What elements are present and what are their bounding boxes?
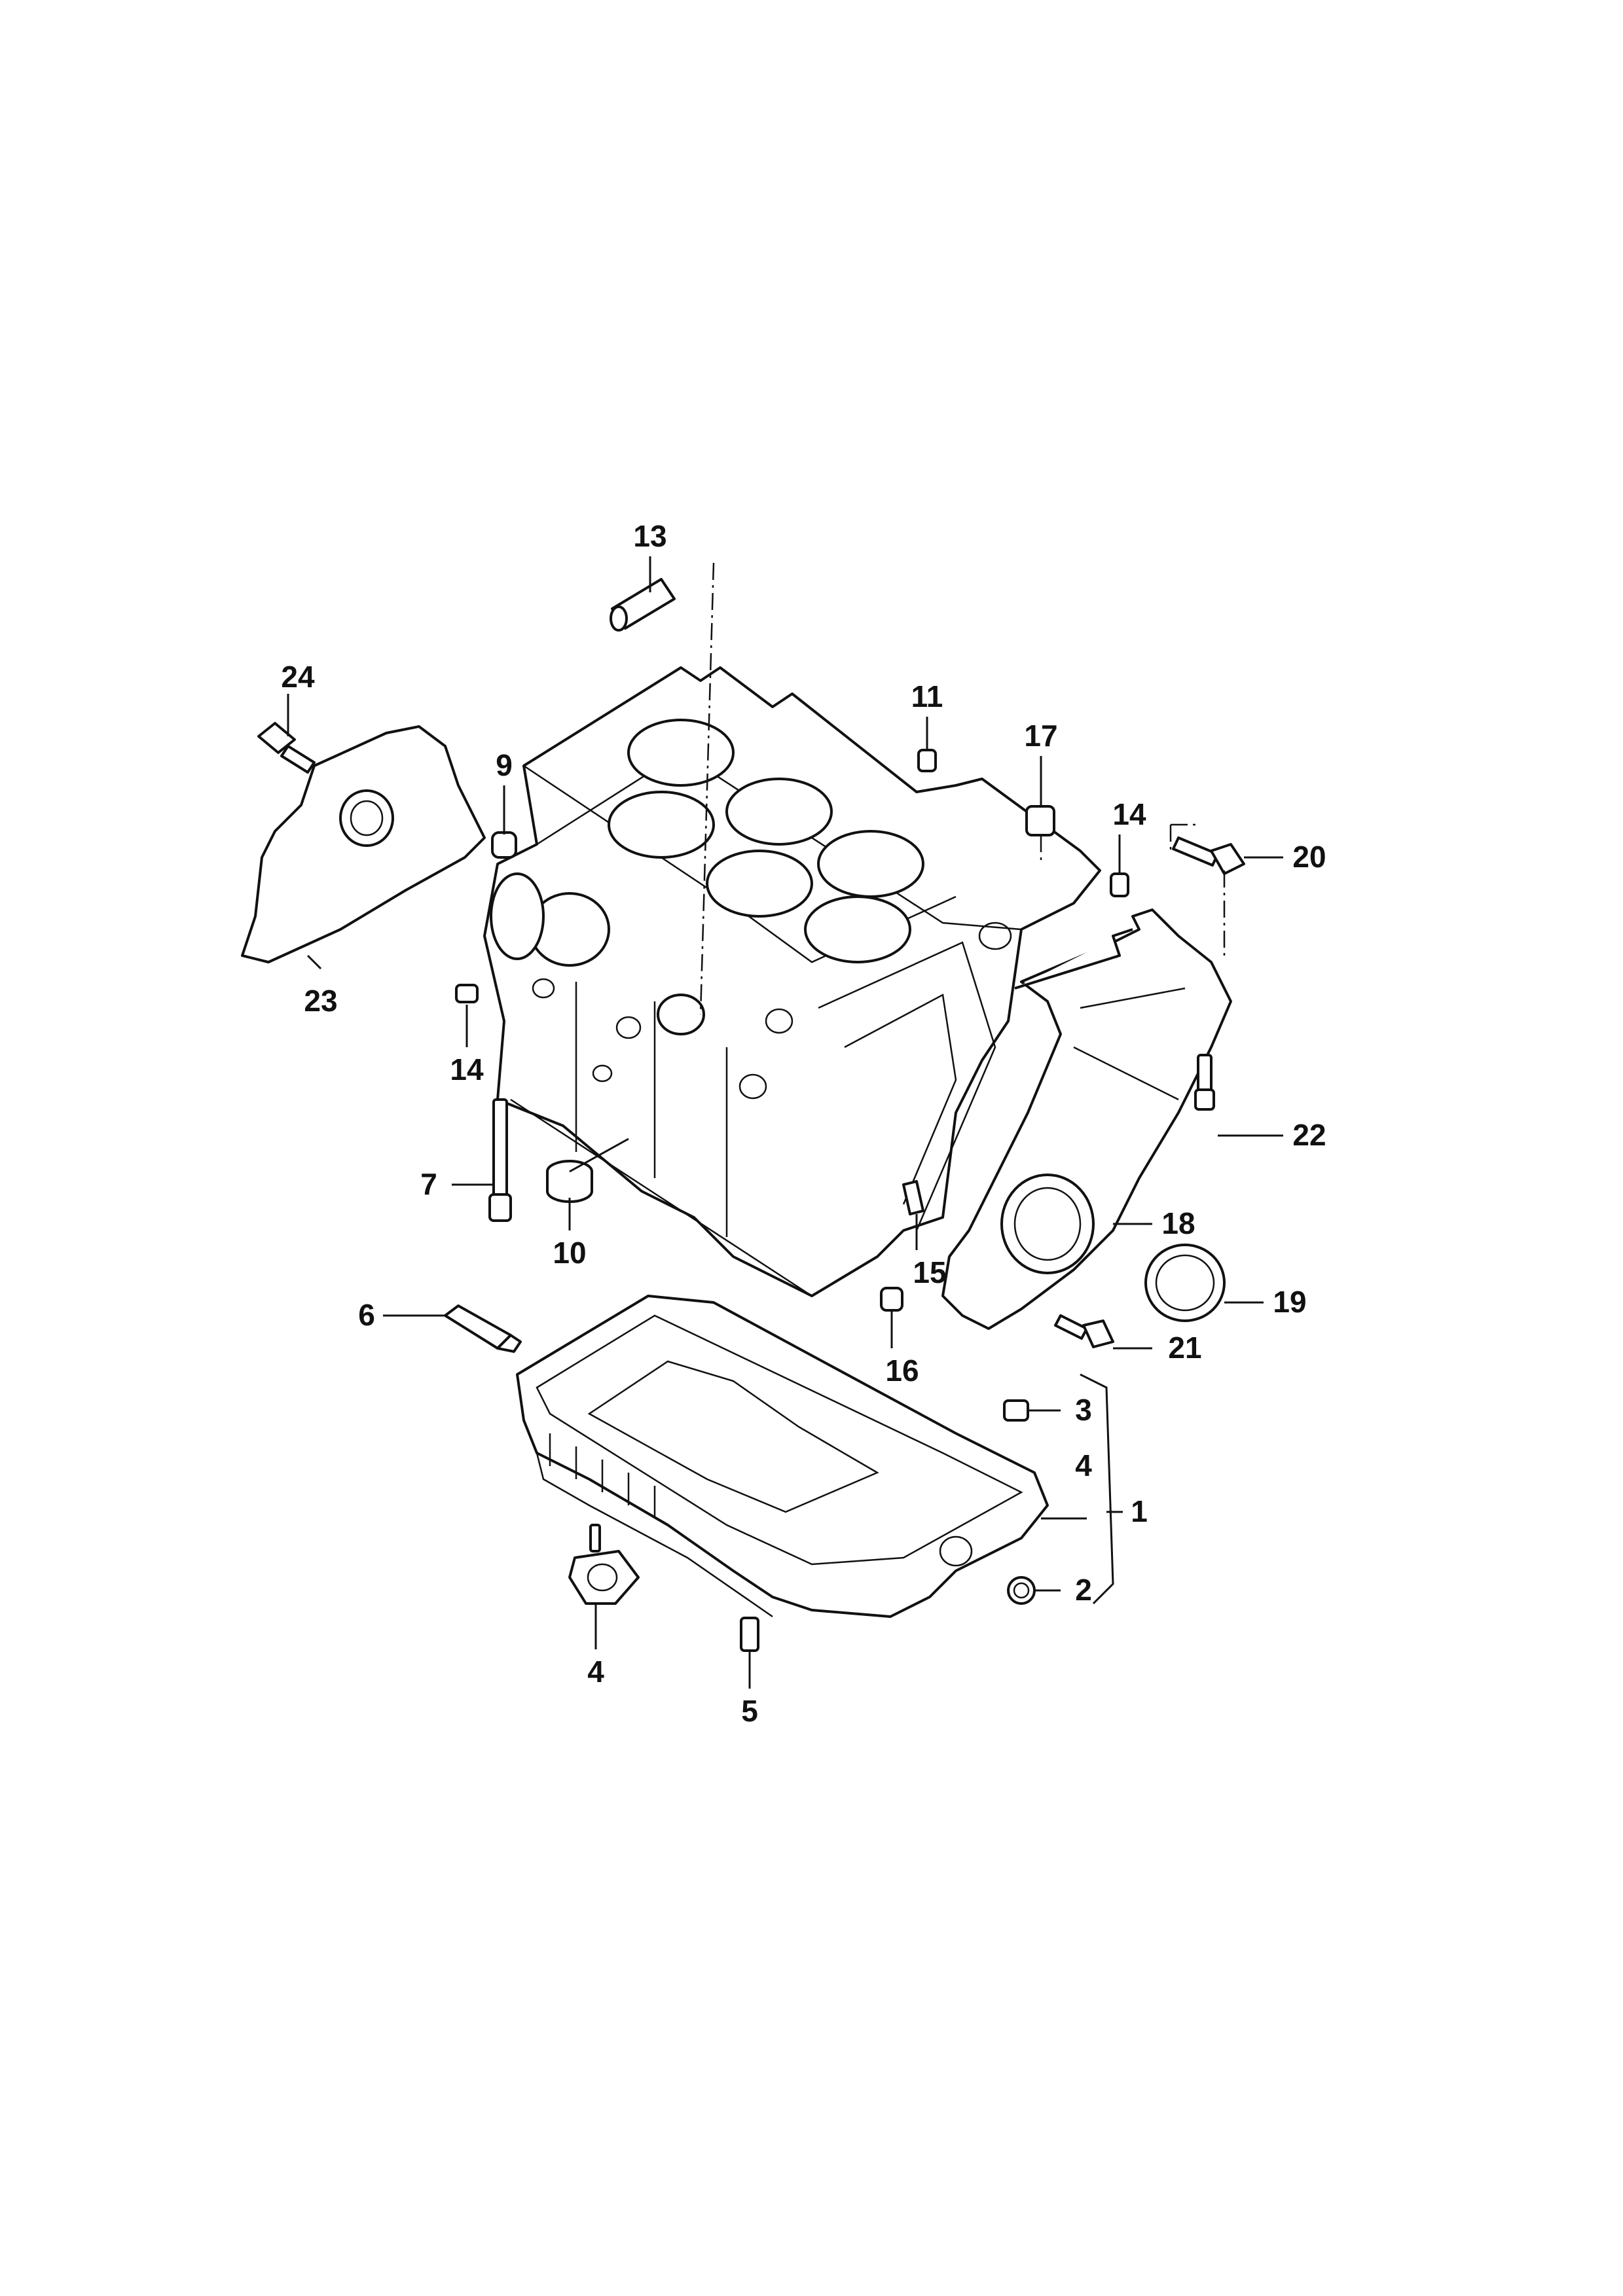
part-3-drain-plug [1003, 1399, 1029, 1422]
label-22: 22 [1292, 1118, 1326, 1152]
label-6: 6 [358, 1298, 375, 1332]
label-13: 13 [633, 519, 666, 553]
label-5: 5 [741, 1694, 758, 1728]
part-14-pin-left [455, 984, 479, 1003]
label-9: 9 [496, 748, 513, 782]
part-7-bolt [488, 1098, 512, 1222]
label-17: 17 [1024, 719, 1057, 753]
part-24-bolt [257, 722, 316, 774]
part-21-bolt [1054, 1314, 1114, 1348]
part-20-bolt [1172, 836, 1245, 875]
part-17-plug [1025, 805, 1055, 836]
label-15: 15 [913, 1255, 946, 1289]
label-18: 18 [1161, 1206, 1195, 1240]
part-22-bolt [1194, 1054, 1215, 1111]
part-10-plug [546, 1160, 593, 1203]
engine-block [483, 666, 1101, 1297]
label-14-right: 14 [1112, 797, 1146, 831]
part-13-dowel-sleeve [610, 578, 676, 632]
label-14-left: 14 [450, 1052, 484, 1086]
label-10: 10 [553, 1236, 586, 1270]
part-2-washer [1007, 1576, 1036, 1605]
part-4-oil-level-sensor [568, 1524, 640, 1605]
label-1: 1 [1131, 1494, 1148, 1528]
label-20: 20 [1292, 840, 1326, 874]
label-4-left: 4 [587, 1655, 604, 1689]
part-14-pin-right [1110, 872, 1129, 897]
label-11: 11 [911, 679, 943, 713]
label-2: 2 [1075, 1573, 1092, 1607]
part-16-sleeve [880, 1287, 903, 1312]
label-3: 3 [1075, 1393, 1092, 1427]
callout-labels: 13 24 9 11 17 14 20 23 14 22 7 18 10 15 … [281, 519, 1326, 1728]
part-6-sealant-tube [444, 1304, 522, 1353]
label-7: 7 [420, 1167, 437, 1201]
oil-pan [516, 1295, 1049, 1618]
part-5-bolt [740, 1617, 759, 1652]
label-23: 23 [304, 984, 337, 1018]
label-4-right: 4 [1075, 1448, 1092, 1482]
part-9-plug [491, 831, 517, 859]
part-11-pin [917, 749, 937, 772]
label-21: 21 [1168, 1331, 1201, 1365]
label-16: 16 [885, 1354, 919, 1388]
leader-lines [287, 556, 1283, 1689]
part-15-sensor [902, 1180, 924, 1215]
label-24: 24 [281, 660, 315, 694]
label-19: 19 [1273, 1285, 1306, 1319]
timing-cover [941, 908, 1232, 1330]
rear-cover [241, 725, 486, 963]
part-19-seal-ring [1144, 1244, 1226, 1322]
